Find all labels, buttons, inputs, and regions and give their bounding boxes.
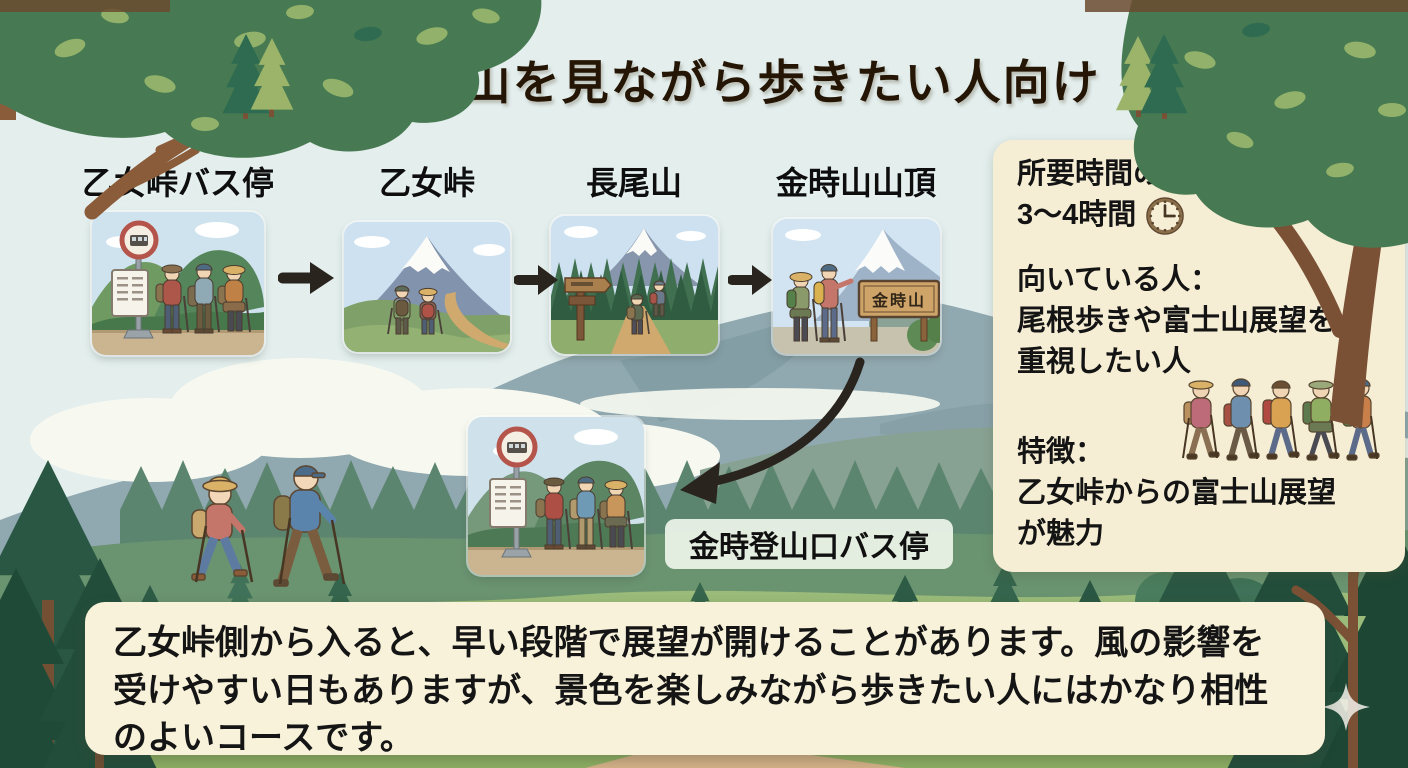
final-stop-illustration xyxy=(468,417,644,575)
route-step-label-4: 金時山山頂 xyxy=(775,165,937,201)
route-step-illustration-kintoki-summit: 金時山 xyxy=(773,219,940,354)
final-stop-label-text: 金時登山口バス停 xyxy=(689,531,929,564)
timetable-board xyxy=(489,478,527,528)
feature-block: 特徴： 乙女峠からの富士山展望が魅力 xyxy=(1017,432,1383,556)
flow-arrow-icon-2 xyxy=(514,265,558,295)
route-step-illustration-nagao xyxy=(551,216,718,354)
route-step-label-2: 乙女峠 xyxy=(378,165,476,201)
flow-arrow-icon-3 xyxy=(728,265,772,295)
info-panel: 所要時間の目安： 3〜4時間 向いている人： xyxy=(993,140,1405,572)
route-step-illustration-otome-bus-stop xyxy=(92,212,264,355)
footer-note: 乙女峠側から入ると、早い段階で展望が開けることがあります。風の影響を受けやすい日… xyxy=(85,602,1325,757)
bus-stop-sign-icon xyxy=(119,220,159,339)
sparkle-icon xyxy=(1322,683,1370,731)
suited-label: 向いている人： xyxy=(1017,264,1220,296)
trail-path xyxy=(444,292,510,350)
duration-block: 所要時間の目安： 3〜4時間 xyxy=(1017,154,1383,236)
route-step-label-1: 乙女峠バス停 xyxy=(81,165,275,201)
timetable-board xyxy=(111,269,149,317)
final-stop-label: 金時登山口バス停 xyxy=(665,519,953,569)
curved-arrow-icon xyxy=(680,357,865,504)
hikers xyxy=(155,263,251,334)
route-step-illustration-otome-pass xyxy=(344,222,510,352)
feature-text: 乙女峠からの富士山展望が魅力 xyxy=(1017,477,1337,551)
clock-icon xyxy=(1146,196,1185,235)
hikers-illustration xyxy=(1182,378,1380,461)
hikers xyxy=(626,280,666,335)
wooden-signpost xyxy=(564,277,612,341)
foreground-hikers-illustration xyxy=(191,465,346,587)
duration-label: 所要時間の目安： xyxy=(1017,158,1250,190)
summit-sign-text: 金時山 xyxy=(871,291,926,310)
route-step-label-3: 長尾山 xyxy=(585,165,683,201)
flow-arrow-icon-1 xyxy=(278,262,334,294)
page-title: 3. 富士山を見ながら歩きたい人向け xyxy=(307,56,1101,109)
hikers xyxy=(786,264,854,343)
summit-sign: 金時山 xyxy=(857,279,940,342)
hikers xyxy=(535,476,633,550)
feature-label: 特徴： xyxy=(1017,436,1105,468)
duration-value: 3〜4時間 xyxy=(1017,199,1137,232)
hikers xyxy=(387,285,443,335)
footer-note-text: 乙女峠側から入ると、早い段階で展望が開けることがあります。風の影響を受けやすい日… xyxy=(113,624,1269,758)
